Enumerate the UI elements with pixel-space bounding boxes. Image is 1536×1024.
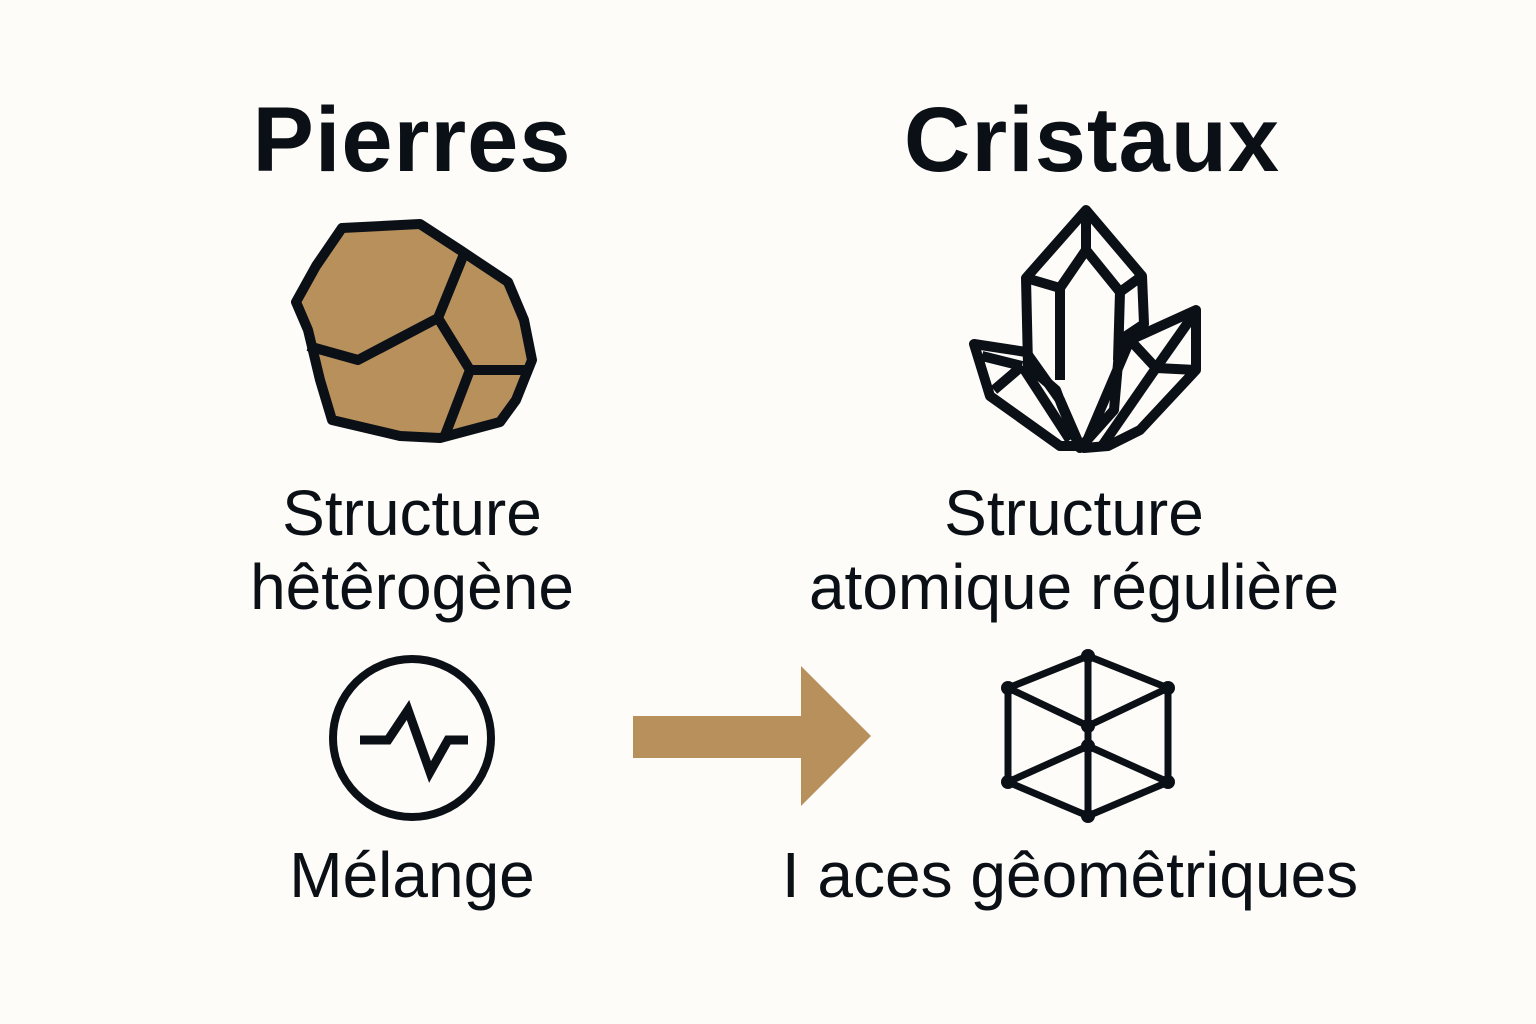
left-caption: Structure hêtêrogène [162, 476, 662, 624]
pulse-circle-icon [326, 654, 498, 822]
left-caption-line1: Structure [282, 477, 542, 549]
rock-icon [280, 210, 550, 460]
arrow-right-icon [633, 666, 873, 808]
right-secondary-label: I aces gêomêtriques [781, 839, 1359, 911]
left-secondary-label: Mélange [289, 839, 535, 911]
left-title: Pierres [252, 89, 572, 191]
crystal-cluster-icon [960, 200, 1210, 460]
right-title: Cristaux [903, 89, 1281, 191]
right-caption: Structure atomique régulière [774, 476, 1374, 624]
right-caption-line2: atomique régulière [808, 551, 1340, 623]
cube-lattice-icon [990, 640, 1190, 830]
left-caption-line2: hêtêrogène [250, 551, 574, 623]
right-caption-line1: Structure [944, 477, 1204, 549]
